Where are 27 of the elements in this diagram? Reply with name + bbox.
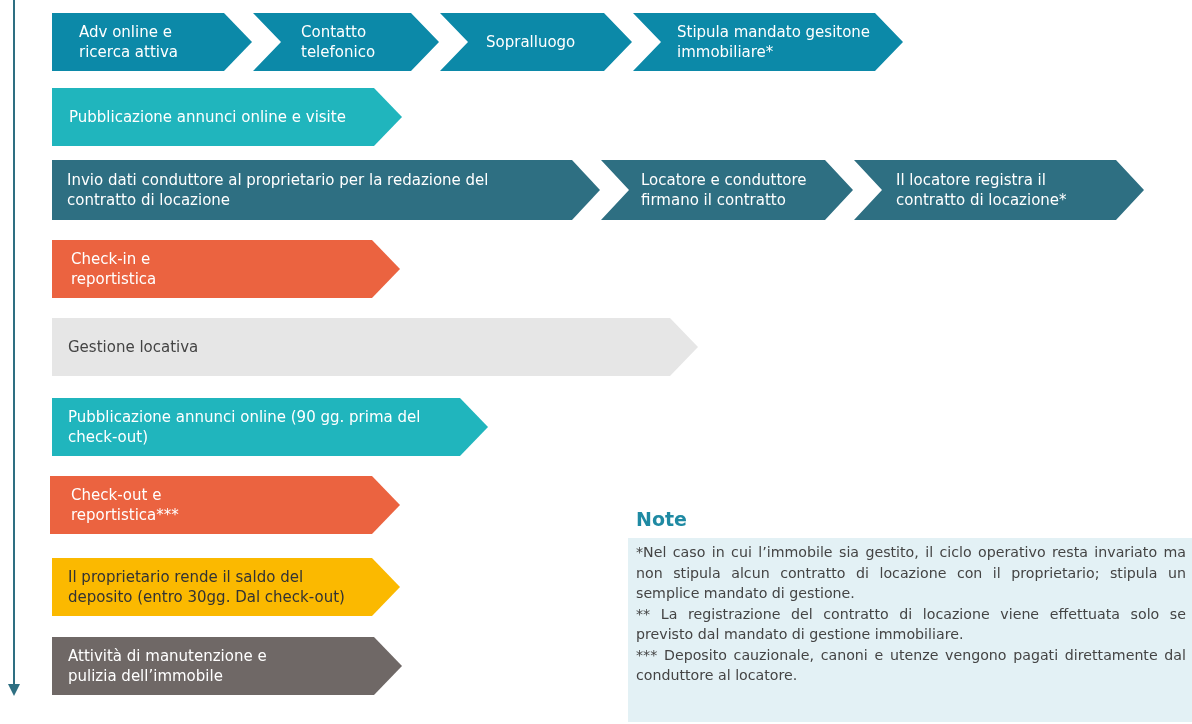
chevron-step	[52, 240, 400, 298]
step-text: Stipula mandato gesitone immobiliare*	[677, 22, 872, 62]
chevron-step	[52, 160, 600, 220]
step-text: Check-in e reportistica	[71, 249, 158, 289]
step-text: Pubblicazione annunci online (90 gg. prima del check-out)	[68, 407, 422, 447]
step-text: Gestione locativa	[68, 337, 199, 357]
note-text: *** Deposito cauzionale, canoni e utenze vengono pagati direttamente dal conduttore al locatore.	[636, 645, 1186, 685]
chevron-step	[52, 637, 402, 695]
chevron-step	[50, 476, 400, 534]
chevron-step	[52, 88, 402, 146]
chevron-step	[52, 13, 252, 71]
note-text: ** La registrazione del contratto di locazione viene effettuata solo se previsto dal mandato di gestione immobiliare.	[636, 604, 1186, 644]
step-text: Adv online e ricerca attiva	[79, 22, 180, 62]
chevron-step	[52, 558, 400, 616]
step-text: Contatto telefonico	[301, 22, 377, 62]
chevron-step	[52, 318, 698, 376]
step-text: Check-out e reportistica***	[71, 485, 180, 525]
note-text: *Nel caso in cui l’immobile sia gestito, il ciclo operativo resta invariato ma non stipula alcun contratto di locazione con il proprietario; stipula un semplice mandato di gestione.	[636, 543, 1186, 603]
step-text: Invio dati conduttore al proprietario per la redazione del contratto di locazione	[67, 170, 490, 210]
step-text: Attività di manutenzione e pulizia dell’immobile	[68, 646, 268, 686]
step-text: Il proprietario rende il saldo del deposito (entro 30gg. Dal check-out)	[68, 567, 346, 607]
note-heading: Note	[636, 508, 687, 530]
step-text: Pubblicazione annunci online e visite	[69, 107, 346, 127]
step-text: Sopralluogo	[486, 32, 576, 52]
step-text: Locatore e conduttore firmano il contratto	[641, 170, 808, 210]
step-text: Il locatore registra il contratto di locazione*	[896, 170, 1068, 210]
chevron-step	[52, 398, 488, 456]
